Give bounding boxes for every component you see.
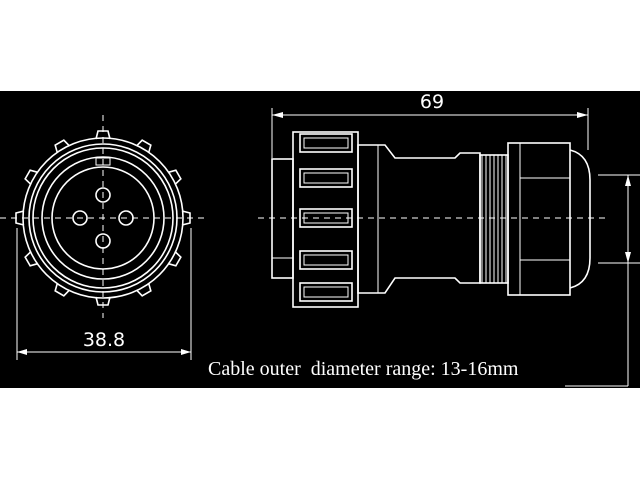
grip-slot-inner [303, 137, 349, 149]
thread [479, 154, 509, 284]
grip-slot-inner [303, 212, 349, 224]
diameter-dimension: 38.8 [16, 228, 192, 360]
lug [24, 250, 39, 267]
grip-slot [299, 133, 353, 153]
drawing-background [0, 91, 640, 388]
lug [54, 282, 71, 297]
grip-slot-inner [303, 254, 349, 266]
lug [54, 139, 71, 154]
cable-diameter-dimension [565, 174, 640, 387]
cable-range-caption: Cable outer diameter range: 13-16mm [208, 358, 519, 380]
length-label: 69 [420, 91, 444, 113]
grip-slot-inner [303, 172, 349, 184]
length-dimension: 69 [271, 91, 589, 158]
grip-slots [299, 133, 353, 302]
pin-1 [95, 187, 111, 203]
lug [135, 139, 152, 154]
pin-2 [72, 210, 88, 226]
diameter-label: 38.8 [83, 329, 125, 351]
lug [135, 282, 152, 297]
gland-nut [507, 142, 571, 296]
grip-slot [299, 168, 353, 188]
side-view [271, 131, 591, 308]
lug [24, 169, 39, 186]
grip-slot-inner [303, 286, 349, 298]
lug [167, 169, 182, 186]
ring-4 [41, 156, 165, 280]
grip-slot [299, 282, 353, 302]
lug [167, 250, 182, 267]
dome-cap [569, 149, 591, 289]
grip-slot [299, 250, 353, 270]
grip-slot [299, 208, 353, 228]
